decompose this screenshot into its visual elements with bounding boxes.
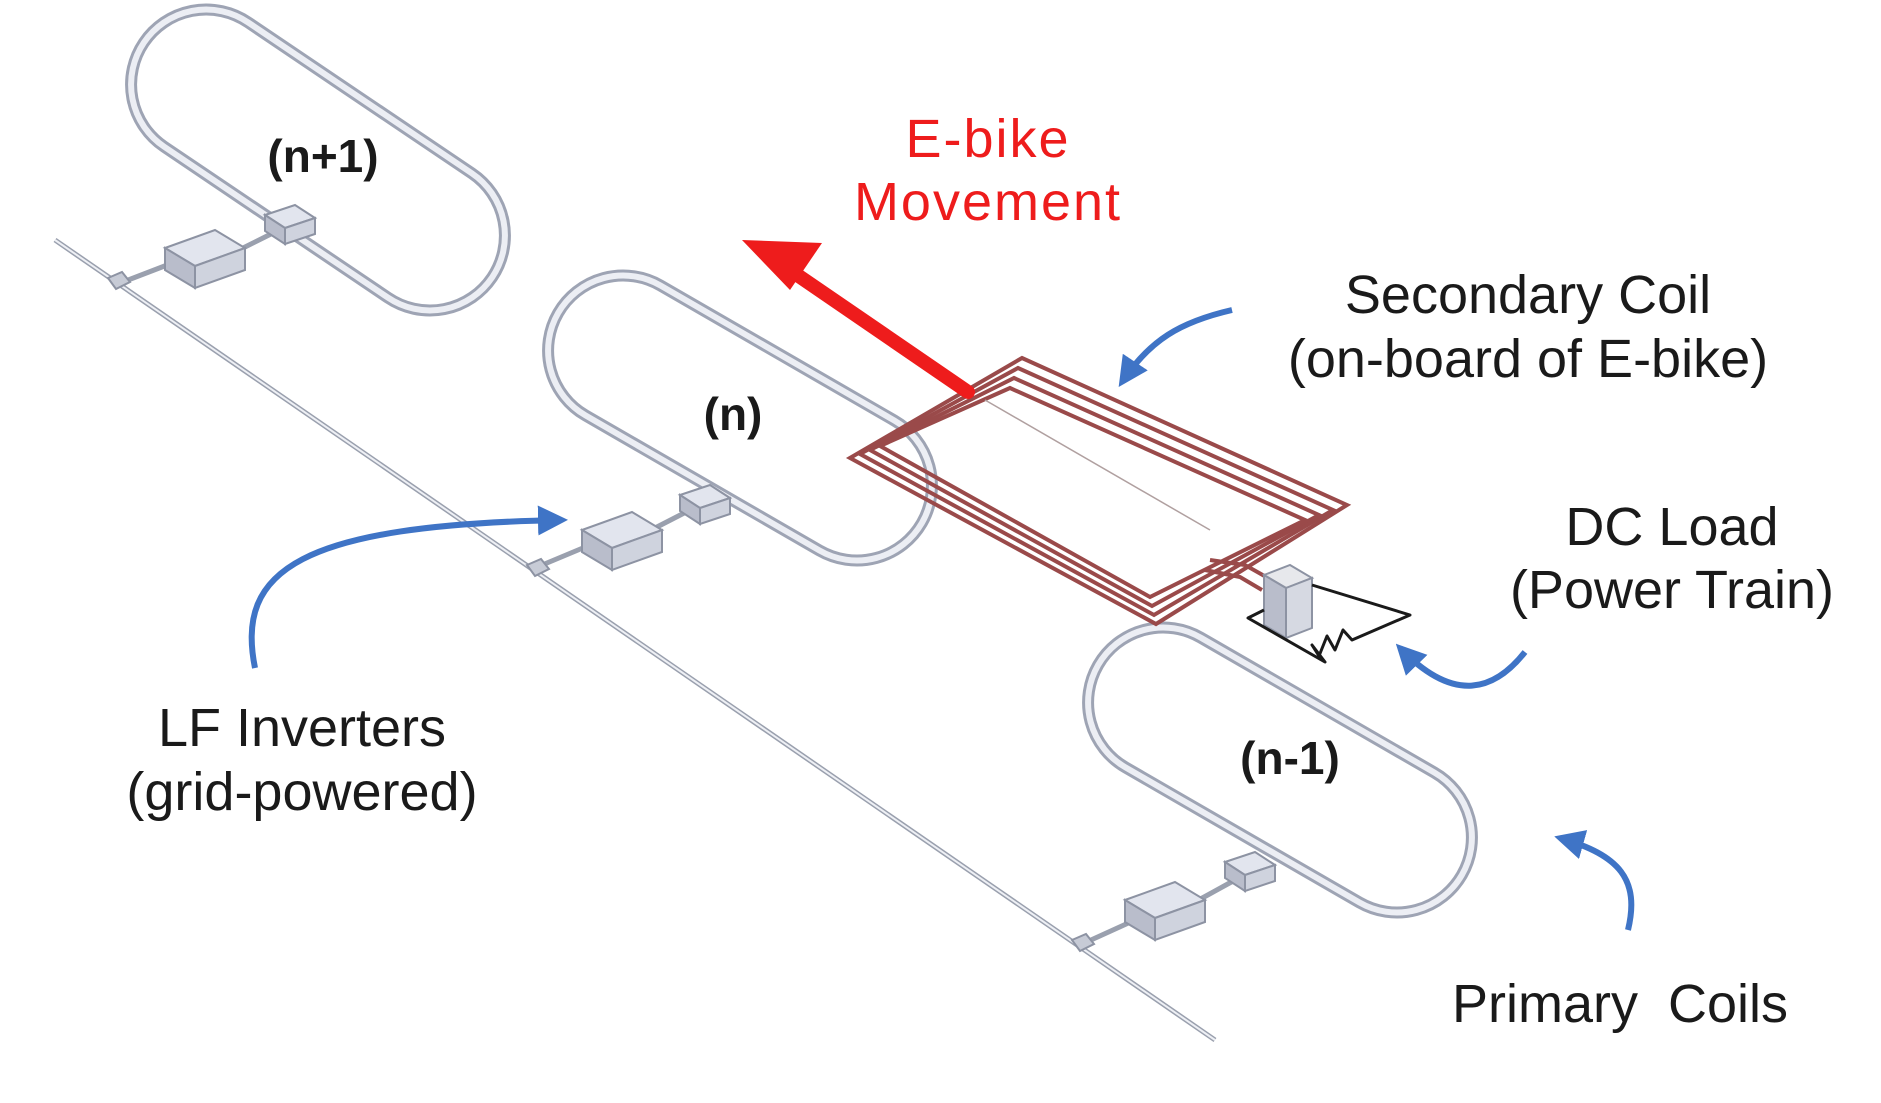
primary-coils-label: Primary Coils (1452, 974, 1788, 1034)
primary-coil-n-plus-1: (n+1) (125, 3, 511, 317)
dc-load-label-line1: DC Load (1565, 497, 1778, 557)
inverter-box (1122, 880, 1208, 942)
grid-bus-line (53, 237, 1217, 1043)
inverters-label-line2: (grid-powered) (126, 762, 477, 822)
ebike-movement-label-line2: Movement (854, 172, 1122, 232)
coil-label-n-minus-1: (n-1) (1240, 732, 1340, 784)
inverter-box (579, 510, 665, 572)
inverter-group-n-plus-1 (106, 203, 318, 291)
primary-coil-pointer-arrow (1554, 830, 1635, 931)
secondary-coil (845, 355, 1352, 627)
secondary-coil-label-line1: Secondary Coil (1345, 265, 1711, 325)
inverter-group-n-minus-1 (1070, 850, 1278, 953)
junction-box (677, 483, 733, 526)
secondary-coil-label-line2: (on-board of E-bike) (1288, 329, 1768, 389)
coil-label-n: (n) (704, 388, 763, 440)
dc-load-pointer-arrow (1395, 643, 1528, 689)
dc-load (1246, 563, 1412, 664)
coil-label-n-plus-1: (n+1) (267, 130, 378, 182)
inverter-box (162, 228, 248, 290)
primary-coil-n: (n) (542, 269, 938, 567)
dc-load-label-line2: (Power Train) (1510, 560, 1834, 620)
primary-coil-n-minus-1: (n-1) (1082, 621, 1478, 919)
inverter-group-n (525, 483, 733, 578)
junction-box (1222, 850, 1278, 893)
inverters-label-line1: LF Inverters (158, 698, 446, 758)
junction-box (262, 203, 318, 246)
secondary-coil-pointer-arrow (1118, 307, 1233, 387)
ebike-movement-label-line1: E-bike (905, 109, 1070, 169)
inverters-pointer-arrow (248, 505, 568, 669)
movement-arrow (742, 240, 975, 399)
